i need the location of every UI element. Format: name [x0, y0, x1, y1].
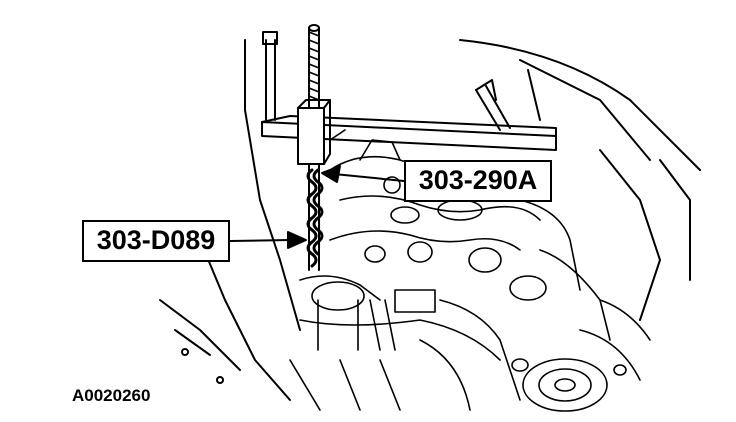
callout-arrow-icon	[321, 165, 405, 183]
left-fender	[159, 39, 301, 401]
tool-callout-303-290a: 303-290A	[404, 160, 552, 202]
hood-prop	[475, 69, 541, 131]
crossbar	[261, 115, 557, 151]
hood-outline	[459, 39, 701, 321]
clamp-block	[297, 99, 331, 165]
left-support-rod	[262, 31, 278, 121]
chain-coil	[306, 168, 324, 268]
tool-callout-303-d089: 303-D089	[82, 220, 230, 262]
engine-block	[289, 129, 651, 412]
figure-id-label: A0020260	[72, 386, 151, 405]
callout-arrow-icon	[229, 231, 307, 249]
